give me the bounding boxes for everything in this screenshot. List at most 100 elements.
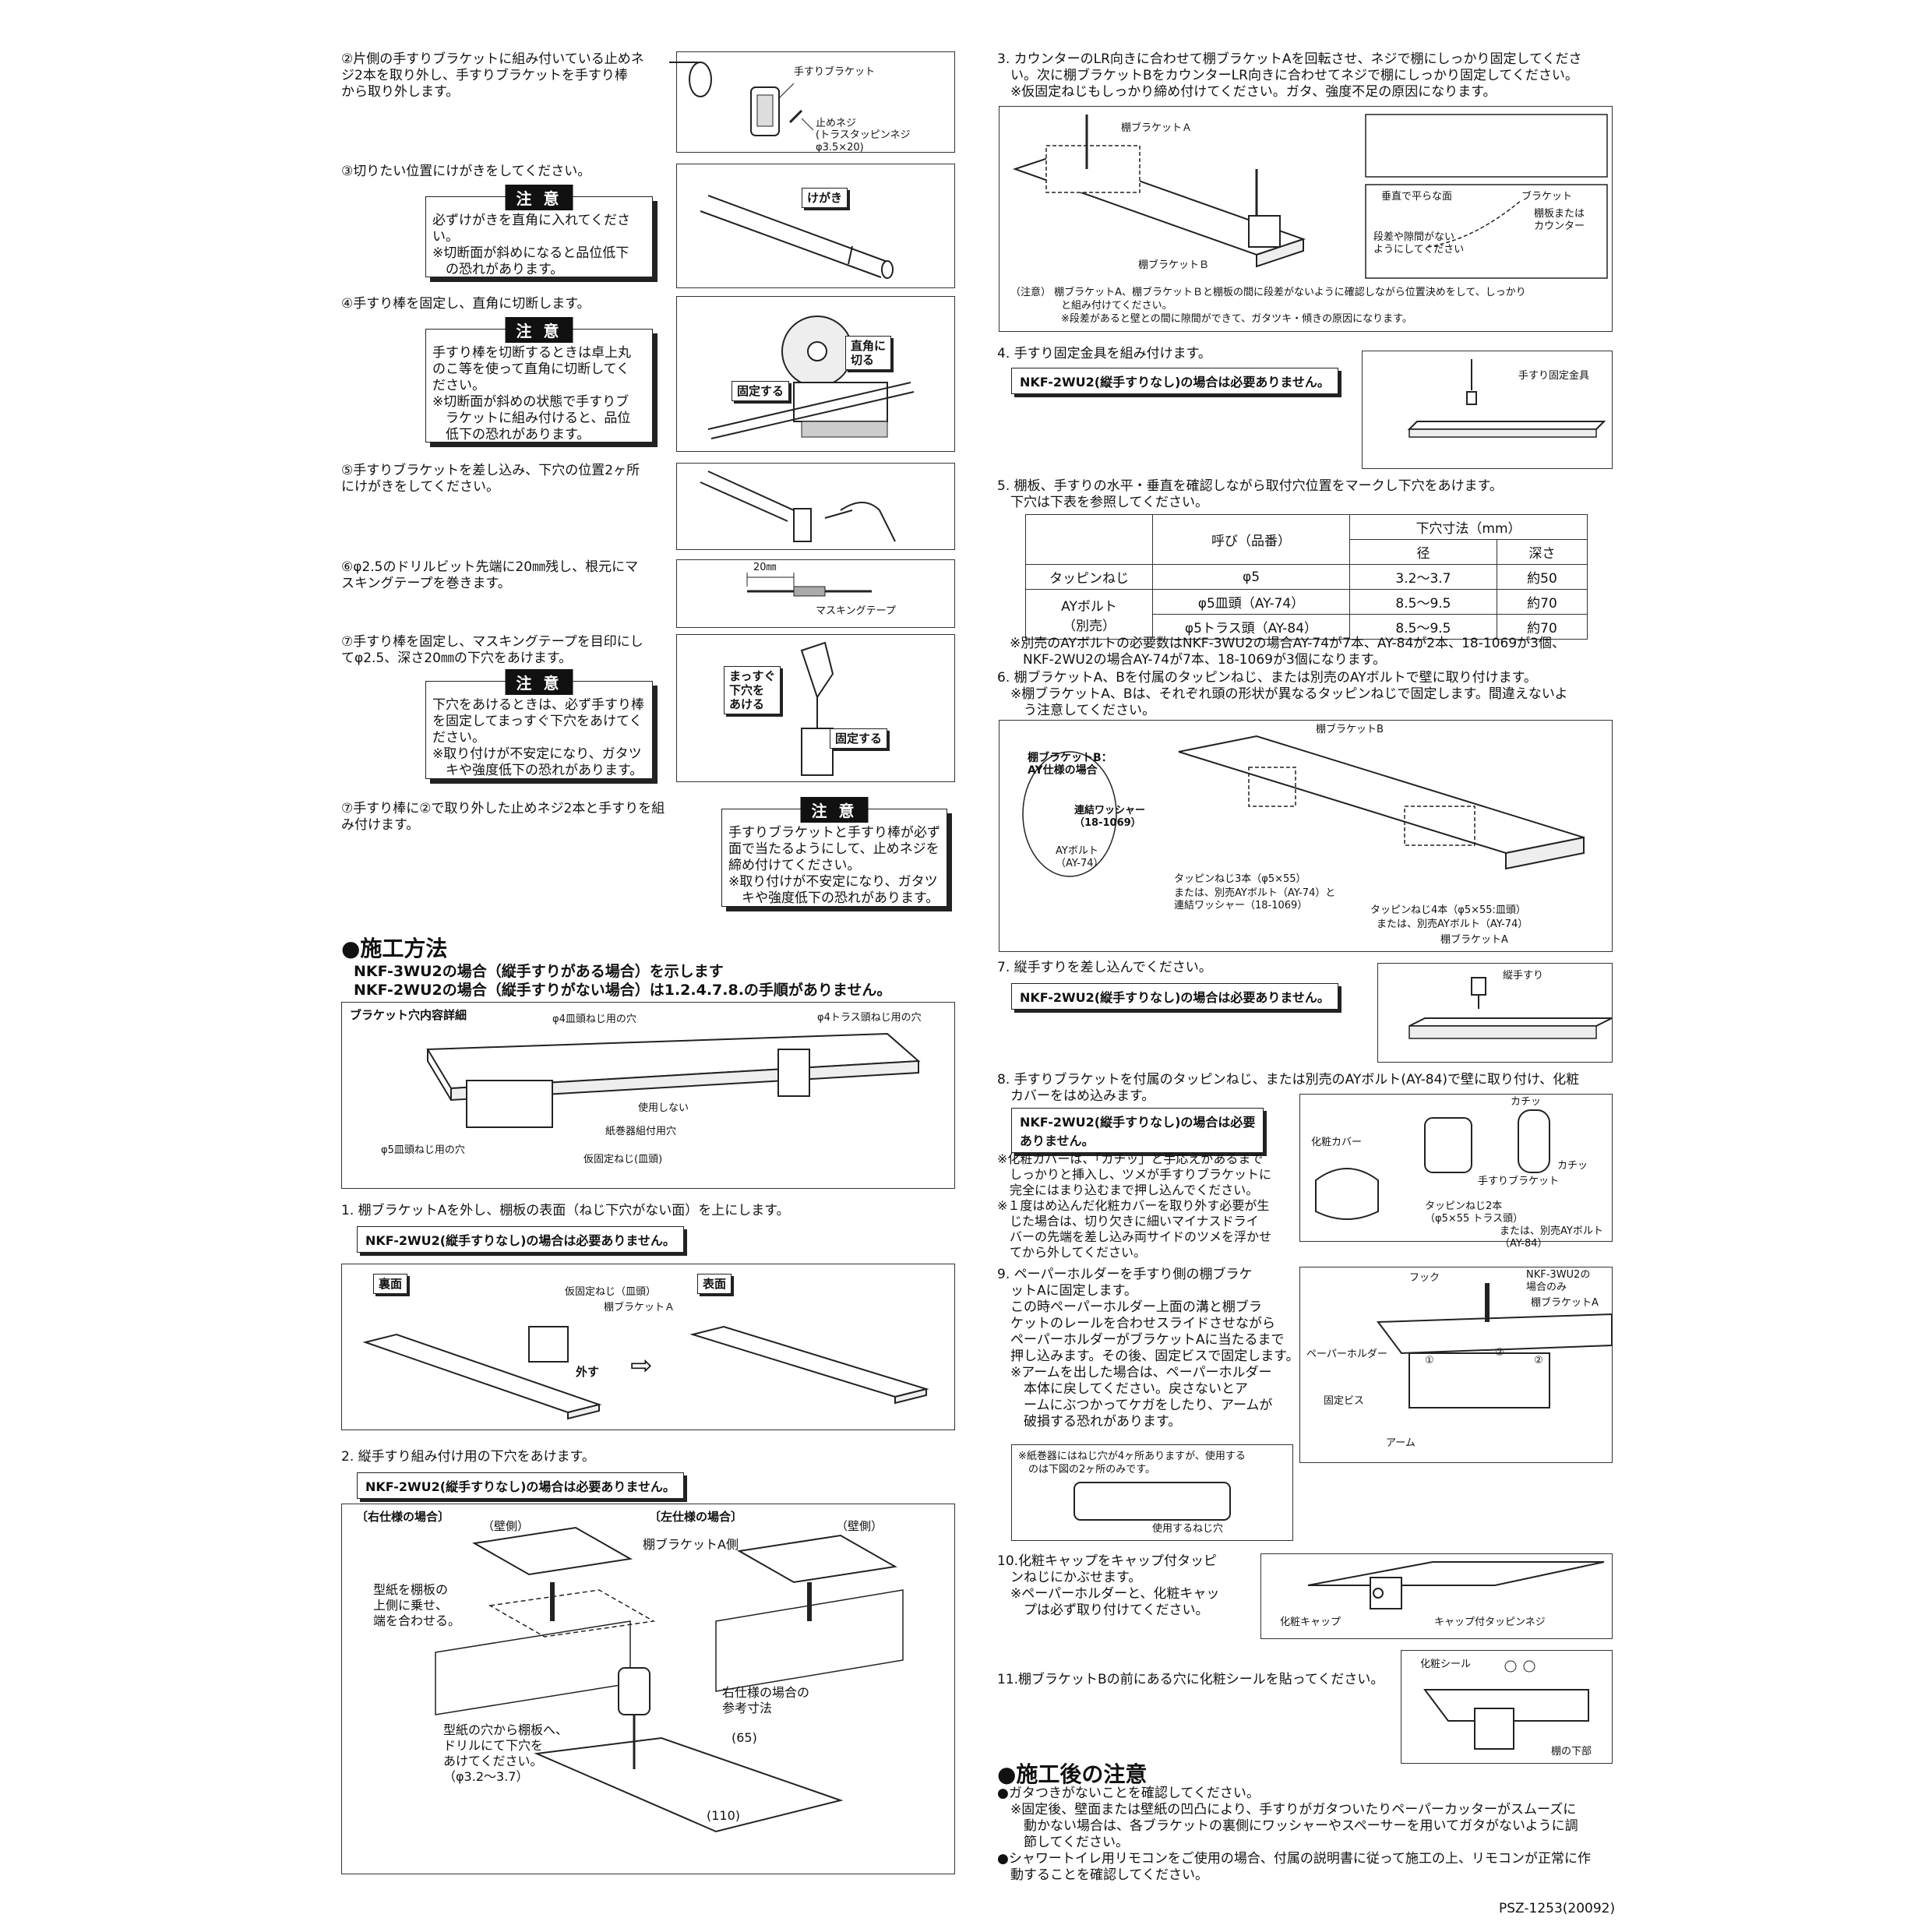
label-tapping-3-alt: または、別売AYボルト（AY-74）と 連結ワッシャー（18-1069） <box>1174 887 1336 911</box>
caution-box-4: 注 意 手すり棒を切断するときは卓上丸 のこ等を使って直角に切断してく ださい。… <box>425 317 653 442</box>
label-tapping-2: タッピンねじ2本 （φ5×55 トラス頭） <box>1425 1200 1524 1225</box>
label-decor-seal: 化粧シール <box>1420 1659 1472 1670</box>
arrow-right-icon: ⇨ <box>630 1350 653 1381</box>
figure-step1: 裏面 表面 仮固定ねじ（皿頭） 棚ブラケットＡ 外す ⇨ <box>341 1264 955 1430</box>
shelf-holes-illustration <box>426 1032 921 1128</box>
label-side-a: 棚ブラケットA側 <box>643 1537 739 1552</box>
seal-illustration <box>1423 1660 1589 1750</box>
label-temp-screw-2: 仮固定ねじ（皿頭） <box>565 1286 657 1298</box>
step-r4-text: 4. 手すり固定金具を組み付けます。 <box>997 346 1211 361</box>
label-bracket-b: 棚ブラケットＢ <box>1138 259 1210 271</box>
label-shelf-counter: 棚板または カウンター <box>1534 208 1585 232</box>
step-r8-text: 8. 手すりブラケットを付属のタッピンねじ、または別売のAYボルト(AY-84)… <box>997 1072 1580 1104</box>
pilot-hole-table: 呼び（品番） 下穴寸法（mm） 径 深さ タッピンねじ φ5 3.2～3.7 約… <box>1025 514 1588 640</box>
td-r2-2: 約70 <box>1496 589 1588 615</box>
step-r11-text: 11.棚ブラケットBの前にある穴に化粧シールを貼ってください。 <box>997 1672 1384 1687</box>
drilling-illustration <box>800 641 834 776</box>
shelf-flip-illustration <box>362 1325 929 1420</box>
figure-step6: 棚ブラケットB 棚ブラケットB： AY仕様の場合 連結ワッシャー （18-106… <box>999 720 1613 952</box>
note-nkf2-step2: NKF-2WU2(縦手すりなし)の場合は必要ありません。 <box>357 1472 684 1499</box>
label-paper-holder-hole: 紙巻器組付用穴 <box>605 1126 677 1137</box>
figure-cutting: 直角に 切る 固定する <box>676 296 955 452</box>
document-code: PSZ-1253(20092) <box>1499 1901 1616 1916</box>
label-bracket-b: 棚ブラケットB <box>1316 724 1384 735</box>
figure-step7: 縦手すり <box>1377 963 1613 1063</box>
label-fix: 固定する <box>732 381 790 401</box>
detail-title: ブラケット穴内容詳細 <box>350 1008 467 1022</box>
label-tapping-4-alt: または、別売AYボルト（AY-74） <box>1377 918 1528 930</box>
label-20mm: 20㎜ <box>753 562 777 573</box>
caution-box-7: 注 意 下穴をあけるときは、必ず手すり棒 を固定してまっすぐ下穴をあけてく ださ… <box>425 669 653 779</box>
label-tapping-4: タッピンねじ4本（φ5×55:皿頭） <box>1370 904 1526 916</box>
td-r3-1: 8.5～9.5 <box>1349 614 1497 640</box>
label-ay-case: 棚ブラケットB： AY仕様の場合 <box>1028 752 1112 777</box>
figure-step4: 手すり固定金具 <box>1362 351 1613 469</box>
label-paper-holder: ペーパーホルダー <box>1306 1349 1387 1360</box>
note-nkf2-r7: NKF-2WU2(縦手すりなし)の場合は必要ありません。 <box>1011 983 1338 1010</box>
label-template-instr: 型紙を棚板の 上側に乗せ、 端を合わせる。 <box>373 1582 461 1628</box>
step-r5-text: 5. 棚板、手すりの水平・垂直を確認しながら取付穴位置をマークし下穴をあけます。… <box>997 478 1503 510</box>
label-reference-dims: 右仕様の場合の 参考寸法 <box>722 1685 810 1715</box>
drill-bit-illustration <box>746 573 872 597</box>
cover-illustration <box>1315 1109 1550 1220</box>
label-vertical-rail: 縦手すり <box>1503 970 1544 982</box>
caution-title: 注 意 <box>505 669 573 695</box>
step-l7-text: ⑦手すり棒を固定し、マスキングテープを目印にし てφ2.5、深さ20㎜の下穴をあ… <box>341 634 643 666</box>
label-tapping-3: タッピンねじ3本（φ5×55） <box>1174 873 1306 885</box>
step-r3-text: 3. カウンターのLR向きに合わせて棚ブラケットAを回転させ、ネジで棚にしっかり… <box>997 51 1582 100</box>
td-ay: AYボルト （別売） <box>1025 589 1153 640</box>
td-r2-1: 8.5～9.5 <box>1349 589 1497 615</box>
saw-illustration <box>707 316 915 439</box>
step-1-text: 1. 棚ブラケットAを外し、棚板の表面（ねじ下穴がない面）を上にします。 <box>341 1203 790 1218</box>
figure-step9-holes: ※紙巻器にはねじ穴が4ヶ所ありますが、使用する のは下図の2ヶ所のみです。 使用… <box>1011 1444 1293 1541</box>
step-r10-text: 10.化粧キャップをキャップ付タッピ ンねじにかぶせます。 ※ペーパーホルダーと… <box>997 1553 1220 1618</box>
label-hole-a: φ4皿頭ねじ用の穴 <box>552 1014 636 1025</box>
label-aybolt-74: AYボルト （AY-74） <box>1056 845 1104 869</box>
holder-holes-illustration <box>1074 1482 1231 1521</box>
figure-remove-screw: 手すりブラケット 止めネジ (トラスタッピンネジφ3.5×20) <box>669 51 955 153</box>
step-l3-text: ③切りたい位置にけがきをしてください。 <box>341 164 591 179</box>
step-l5-text: ⑤手すりブラケットを差し込み、下穴の位置2ヶ所 にけがきをしてください。 <box>341 463 640 495</box>
label-bracket: ブラケット <box>1521 191 1573 203</box>
figure-step9: フック NKF-3WU2の 場合のみ 棚ブラケットA ペーパーホルダー 固定ビス… <box>1299 1267 1613 1463</box>
figure-step8: 化粧カバー カチッ カチッ 手すりブラケット タッピンねじ2本 （φ5×55 ト… <box>1299 1094 1613 1250</box>
note-nkf2-r4: NKF-2WU2(縦手すりなし)の場合は必要ありません。 <box>1011 368 1338 394</box>
step-l4-text: ④手すり棒を固定し、直角に切断します。 <box>341 296 591 312</box>
step-l2-text: ②片側の手すりブラケットに組み付いている止めネ ジ2本を取り外し、手すりブラケッ… <box>341 51 644 100</box>
paper-holder-illustration <box>1377 1283 1613 1408</box>
label-bracket: 手すりブラケット <box>794 66 876 78</box>
caution-text-4: 手すり棒を切断するときは卓上丸 のこ等を使って直角に切断してく ださい。 ※切断… <box>432 345 631 442</box>
td-r2-0: φ5皿頭（AY-74） <box>1152 589 1350 615</box>
label-left-spec: 〔左仕様の場合〕 <box>649 1510 743 1524</box>
label-remove: 外す <box>576 1365 600 1379</box>
caution-box-8: 注 意 手すりブラケットと手すり棒が必ず 面で当たるようにして、止めネジを 締め… <box>721 797 947 907</box>
label-dim-110: (110) <box>707 1808 741 1823</box>
label-right-spec: 〔右仕様の場合〕 <box>356 1510 450 1524</box>
bracket-attach-illustration <box>1012 114 1608 279</box>
label-step-2: ② <box>1495 1347 1504 1359</box>
caution-text-3: 必ずけがきを直角に入れてくださ い。 ※切断面が斜めになると品位低下 の恐れがあ… <box>432 213 630 277</box>
figure-step3: 棚ブラケットＡ 棚ブラケットＢ 垂直で平らな面 ブラケット 棚板または カウンタ… <box>999 106 1613 332</box>
vertical-rail-illustration <box>1408 977 1613 1039</box>
label-right-angle: 直角に 切る <box>845 336 892 370</box>
figure-drilling: まっすぐ 下穴を あける 固定する <box>676 634 955 782</box>
label-masking-tape: マスキングテープ <box>816 605 896 617</box>
figure-bracket-holes: ブラケット穴内容詳細 φ4皿頭ねじ用の穴 φ4トラス頭ねじ用の穴 使用しない 紙… <box>341 1002 955 1189</box>
label-shelf-bottom: 棚の下部 <box>1551 1746 1592 1757</box>
notes-r8: ※化粧カバーは、「カチッ」と手応えがあるまで しっかりと挿入し、ツメが手すりブラ… <box>997 1151 1272 1260</box>
label-temp-screw: 仮固定ねじ(皿頭) <box>583 1154 663 1165</box>
label-cap-screw: キャップ付タッピンネジ <box>1434 1616 1546 1628</box>
label-bracket-a-2: 棚ブラケットA <box>1440 934 1508 946</box>
label-hole-b: φ4トラス頭ねじ用の穴 <box>817 1012 922 1024</box>
label-washer: 連結ワッシャー （18-1069） <box>1074 805 1146 829</box>
label-flat-surface: 垂直で平らな面 <box>1381 191 1453 203</box>
label-or-ay84: または、別売AYボルト（AY-84） <box>1500 1225 1603 1250</box>
label-wall-2: （壁側） <box>836 1519 883 1533</box>
figure-step11: 化粧シール 棚の下部 <box>1401 1650 1613 1764</box>
caution-title: 注 意 <box>800 797 869 823</box>
step-r7-text: 7. 縦手すりを差し込んでください。 <box>997 960 1212 975</box>
label-click-2: カチッ <box>1557 1160 1588 1172</box>
label-bracket-a: 棚ブラケットA <box>1531 1297 1599 1309</box>
caution-title: 注 意 <box>505 185 573 210</box>
label-nkf3-only: NKF-3WU2の 場合のみ <box>1526 1269 1591 1293</box>
